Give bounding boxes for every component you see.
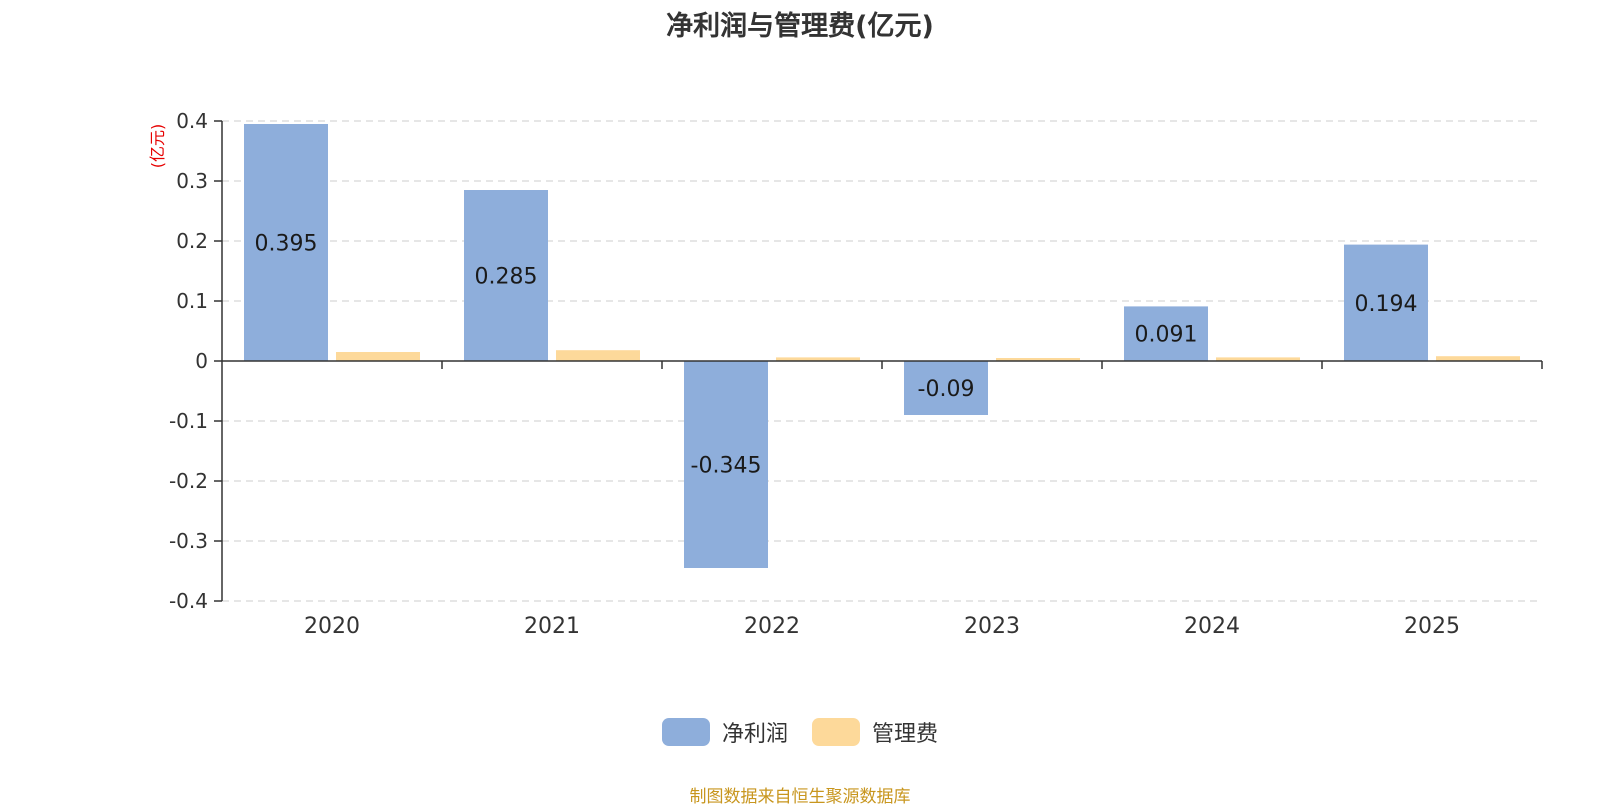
source-note: 制图数据来自恒生聚源数据库	[689, 787, 911, 807]
bar-admin-expense	[996, 358, 1080, 361]
bar-admin-expense	[556, 350, 640, 361]
y-tick-label: 0.4	[176, 109, 208, 133]
y-tick-label: -0.1	[169, 409, 208, 433]
legend-label-admin-expense: 管理费	[872, 722, 939, 747]
bar-chart: -0.4 -0.3 -0.2 -0.1 0 0.1 0.2 0.3 0.4 0.395 2020 0.…	[148, 109, 1543, 639]
y-tick-label: 0	[195, 349, 208, 373]
axes	[214, 120, 1543, 602]
y-tick-label: -0.4	[169, 589, 208, 613]
legend-label-net-profit: 净利润	[721, 722, 788, 747]
x-tick-label: 2024	[1184, 614, 1240, 639]
bar-net-profit	[1344, 244, 1428, 361]
chart-title: 净利润与管理费(亿元)	[666, 11, 934, 42]
bar-net-profit	[904, 361, 988, 415]
bar-admin-expense	[336, 352, 420, 361]
gridlines	[222, 120, 1542, 602]
x-tick-label: 2021	[524, 614, 580, 639]
bar-net-profit	[684, 361, 768, 568]
legend: 净利润 管理费	[0, 716, 1600, 748]
bar-net-profit	[244, 124, 328, 361]
x-tick-label: 2022	[744, 614, 800, 639]
y-tick-label: 0.2	[176, 229, 208, 253]
x-tick-label: 2020	[304, 614, 360, 639]
legend-item-net-profit[interactable]: 净利润	[661, 716, 788, 748]
bars	[244, 124, 1520, 568]
y-tick-label: 0.1	[176, 289, 208, 313]
y-tick-label: -0.2	[169, 469, 208, 493]
y-tick-label: -0.3	[169, 529, 208, 553]
bar-net-profit	[1124, 306, 1208, 361]
data-label: -0.345	[691, 454, 762, 479]
bar-net-profit	[464, 190, 548, 361]
x-tick-label: 2025	[1404, 614, 1460, 639]
legend-swatch-admin-expense	[812, 718, 860, 746]
bar-admin-expense	[1436, 356, 1520, 361]
data-label: 0.285	[475, 265, 538, 290]
bar-admin-expense	[776, 357, 860, 361]
legend-item-admin-expense[interactable]: 管理费	[812, 716, 938, 748]
labels: -0.4 -0.3 -0.2 -0.1 0 0.1 0.2 0.3 0.4 0.395 2020 0.…	[169, 109, 1460, 639]
data-label: 0.091	[1135, 323, 1198, 348]
y-axis-unit-label: (亿元)	[148, 124, 167, 169]
data-label: 0.194	[1355, 292, 1418, 317]
x-tick-label: 2023	[964, 614, 1020, 639]
legend-swatch-net-profit	[661, 718, 710, 746]
data-label: -0.09	[918, 377, 975, 402]
data-label: 0.395	[255, 232, 318, 257]
bar-admin-expense	[1216, 357, 1300, 361]
y-tick-label: 0.3	[176, 169, 208, 193]
